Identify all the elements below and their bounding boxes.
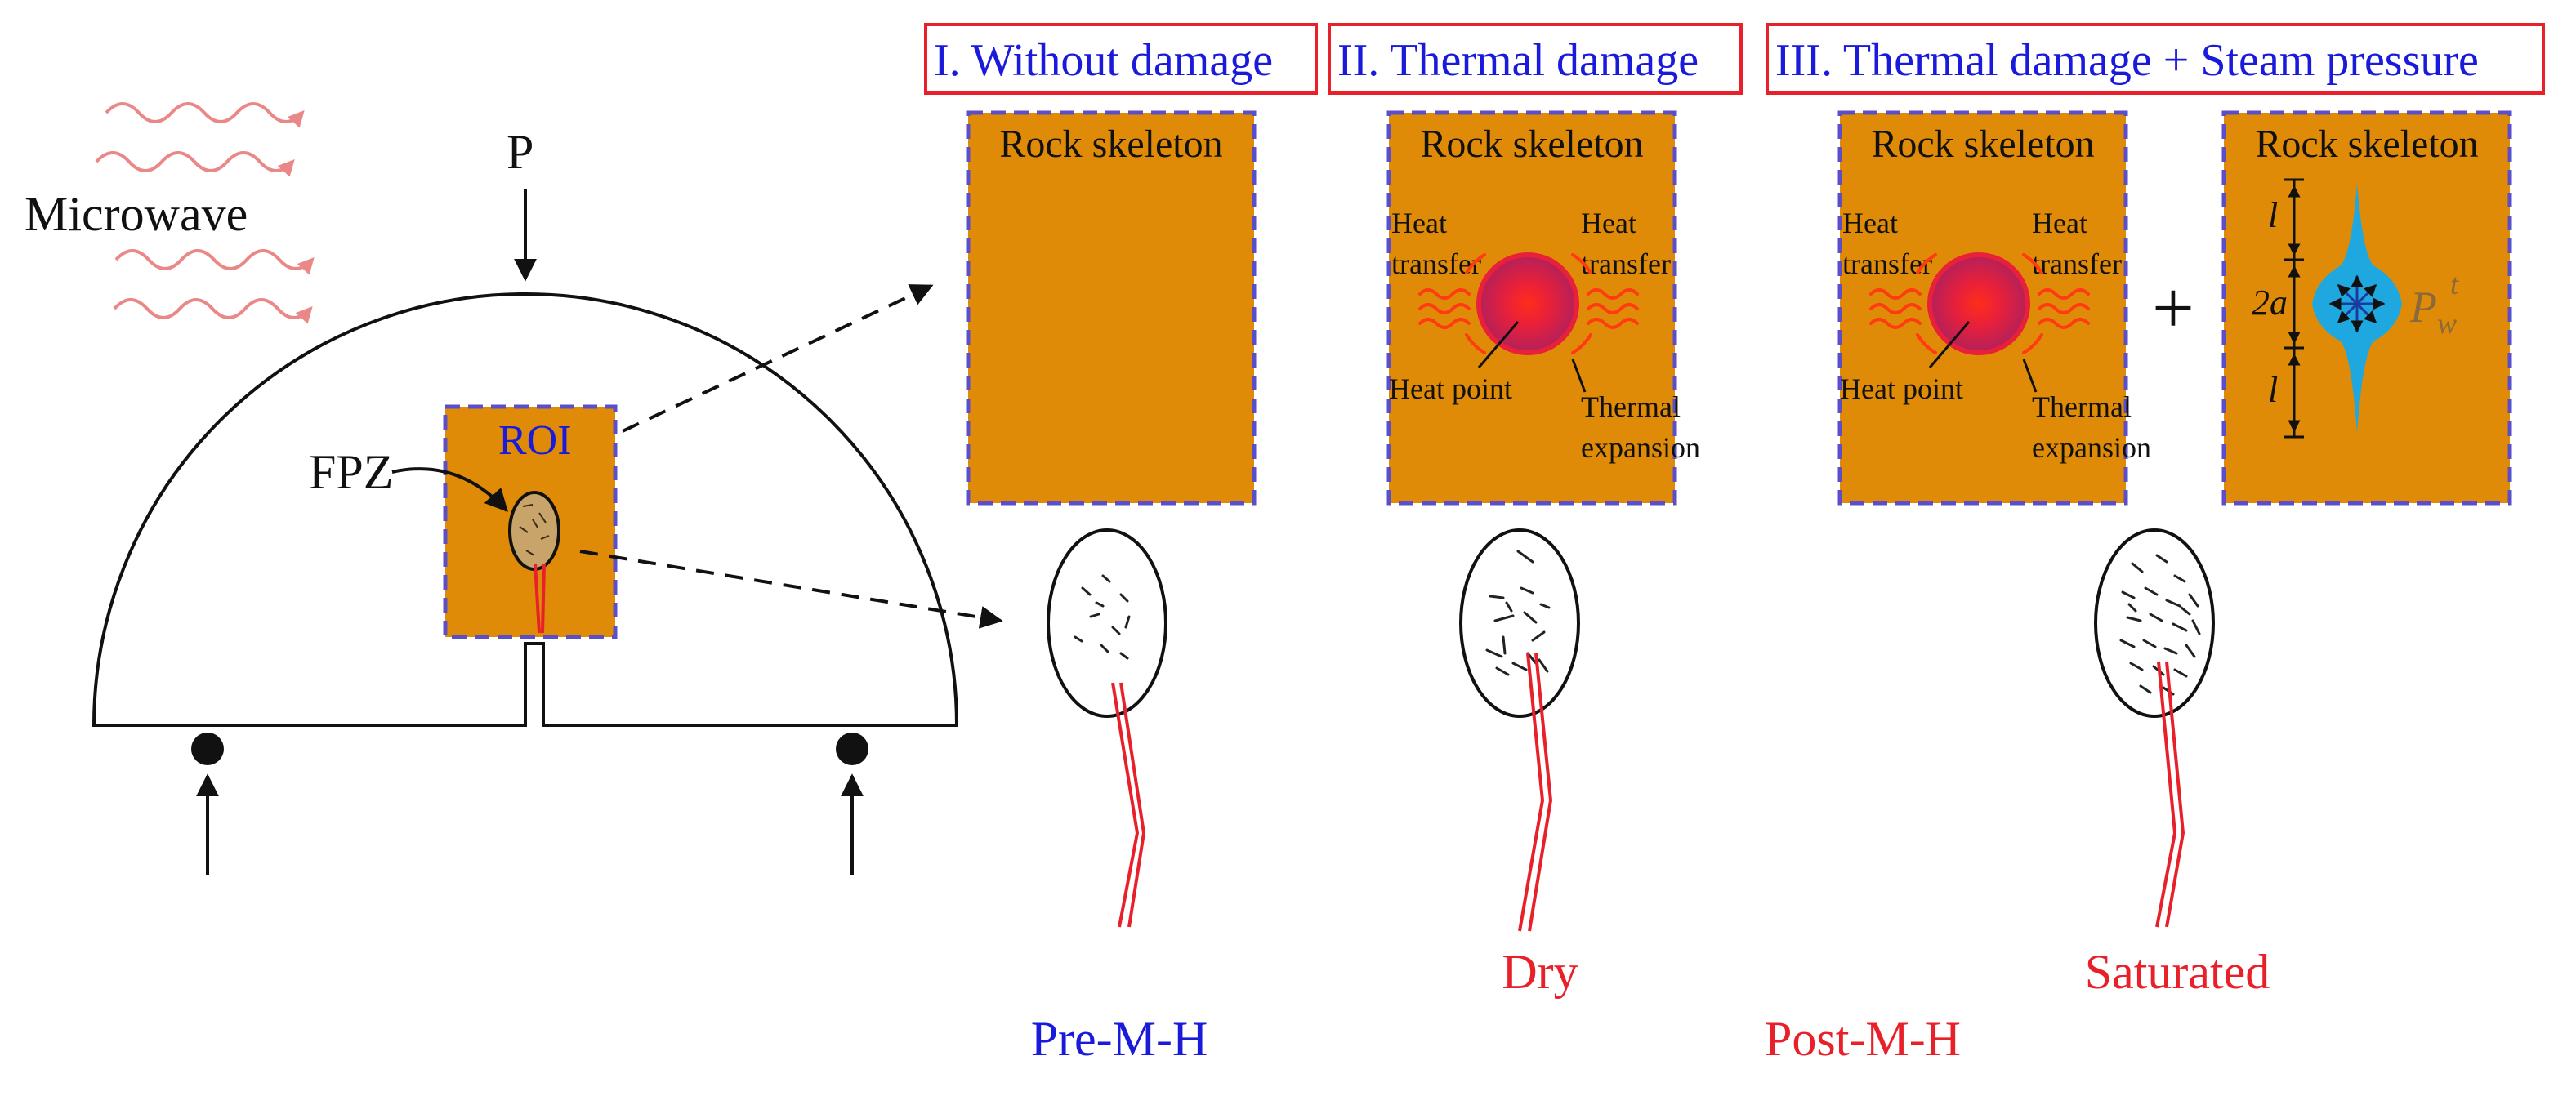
fpz-crack <box>1119 682 1146 928</box>
panel-thermal-steam-b: Rock skeleton l 2a <box>2221 110 2512 506</box>
microwave-waves <box>95 102 315 324</box>
microcracks <box>1074 574 1131 660</box>
fpz-crack <box>1518 653 1545 932</box>
heat-transfer-label: Heat <box>1391 207 1447 239</box>
fpz-crack <box>2165 661 2185 928</box>
rock-skeleton-title: Rock skeleton <box>999 123 1222 166</box>
zoom-arrow-fpz <box>579 550 1003 629</box>
heat-point-label: Heat point <box>1389 372 1512 405</box>
thermal-expansion-label: expansion <box>1581 431 1700 464</box>
rock-skeleton-title: Rock skeleton <box>2255 123 2478 166</box>
fpz-pointer-arrow <box>391 467 508 513</box>
microcracks <box>2119 554 2201 696</box>
plus-sign: + <box>2152 266 2194 350</box>
thermal-expansion-label: Thermal <box>1581 390 1681 423</box>
header-thermal-damage: II. Thermal damage <box>1328 23 1743 95</box>
heat-transfer-label: Heat <box>1581 207 1636 239</box>
load-label: P <box>507 125 534 179</box>
steam-pressure-label: Pwt <box>2409 268 2459 340</box>
fpz-without-damage <box>1047 528 1167 928</box>
semicircle-beam <box>92 292 959 727</box>
header-thermal-steam: III. Thermal damage + Steam pressure <box>1766 23 2545 95</box>
svg-text:II. Thermal damage: II. Thermal damage <box>1337 35 1699 86</box>
pre-mh-label: Pre-M-H <box>1031 1012 1208 1066</box>
microwave-wave-icon <box>114 249 315 275</box>
expansion-leader <box>2022 359 2038 393</box>
roi-crack <box>534 563 541 634</box>
heat-transfer-label: transfer <box>1842 247 1932 280</box>
panel-without-damage: Rock skeleton <box>966 110 1257 506</box>
panel-thermal-steam-a: Rock skeleton Heat transfer Heat transfe… <box>1837 110 2151 506</box>
roi-label: ROI <box>498 417 572 464</box>
microwave-wave-icon <box>95 151 295 177</box>
saturated-label: Saturated <box>2085 945 2270 999</box>
heat-point-leader <box>1477 321 1520 368</box>
length-label: l <box>2268 195 2278 235</box>
thermal-expansion-label: expansion <box>2032 431 2151 464</box>
microcracks <box>1485 550 1551 676</box>
heat-transfer-label: transfer <box>1391 247 1481 280</box>
fpz-texture <box>519 504 550 556</box>
microwave-wave-icon <box>105 102 305 128</box>
heat-transfer-label: transfer <box>2032 247 2122 280</box>
panel-thermal-damage: Rock skeleton Heat transfer Heat transfe… <box>1386 110 1700 506</box>
roi-box <box>443 404 618 639</box>
heat-point-glow-icon <box>1418 252 1639 355</box>
heat-transfer-label: Heat <box>2032 207 2087 239</box>
svg-text:I. Without damage: I. Without damage <box>934 35 1273 86</box>
microwave-wave-icon <box>113 298 313 324</box>
heat-point-glow-icon <box>1869 252 2090 355</box>
microwave-label: Microwave <box>25 187 248 241</box>
crack-dimension <box>2284 178 2304 439</box>
heat-point-leader <box>1928 321 1971 368</box>
post-mh-label: Post-M-H <box>1765 1012 1961 1066</box>
fpz-saturated <box>2094 528 2215 928</box>
thermal-expansion-label: Thermal <box>2032 390 2132 423</box>
fpz-label: FPZ <box>309 445 393 499</box>
dry-label: Dry <box>1502 945 1578 999</box>
fpz-crack <box>1528 653 1553 932</box>
fpz-thermal-damage <box>1459 528 1580 932</box>
fpz-crack <box>1111 682 1140 928</box>
svg-text:III. Thermal damage + Steam p: III. Thermal damage + Steam pressure <box>1775 35 2479 86</box>
right-support <box>836 733 868 765</box>
expansion-leader <box>1571 359 1587 393</box>
fpz-ellipse <box>508 491 560 571</box>
width-label: 2a <box>2252 283 2288 323</box>
fpz-crack <box>2155 661 2177 928</box>
rock-skeleton-title: Rock skeleton <box>1420 123 1643 166</box>
length-label: l <box>2268 370 2278 410</box>
heat-transfer-label: Heat <box>1842 207 1898 239</box>
rock-skeleton-title: Rock skeleton <box>1871 123 2094 166</box>
pressurized-crack-icon <box>2312 184 2402 433</box>
header-without-damage: I. Without damage <box>924 23 1318 95</box>
heat-point-label: Heat point <box>1840 372 1963 405</box>
roi-crack <box>541 563 546 634</box>
zoom-arrow-rock <box>622 284 934 433</box>
left-support <box>191 733 224 765</box>
heat-transfer-label: transfer <box>1581 247 1671 280</box>
